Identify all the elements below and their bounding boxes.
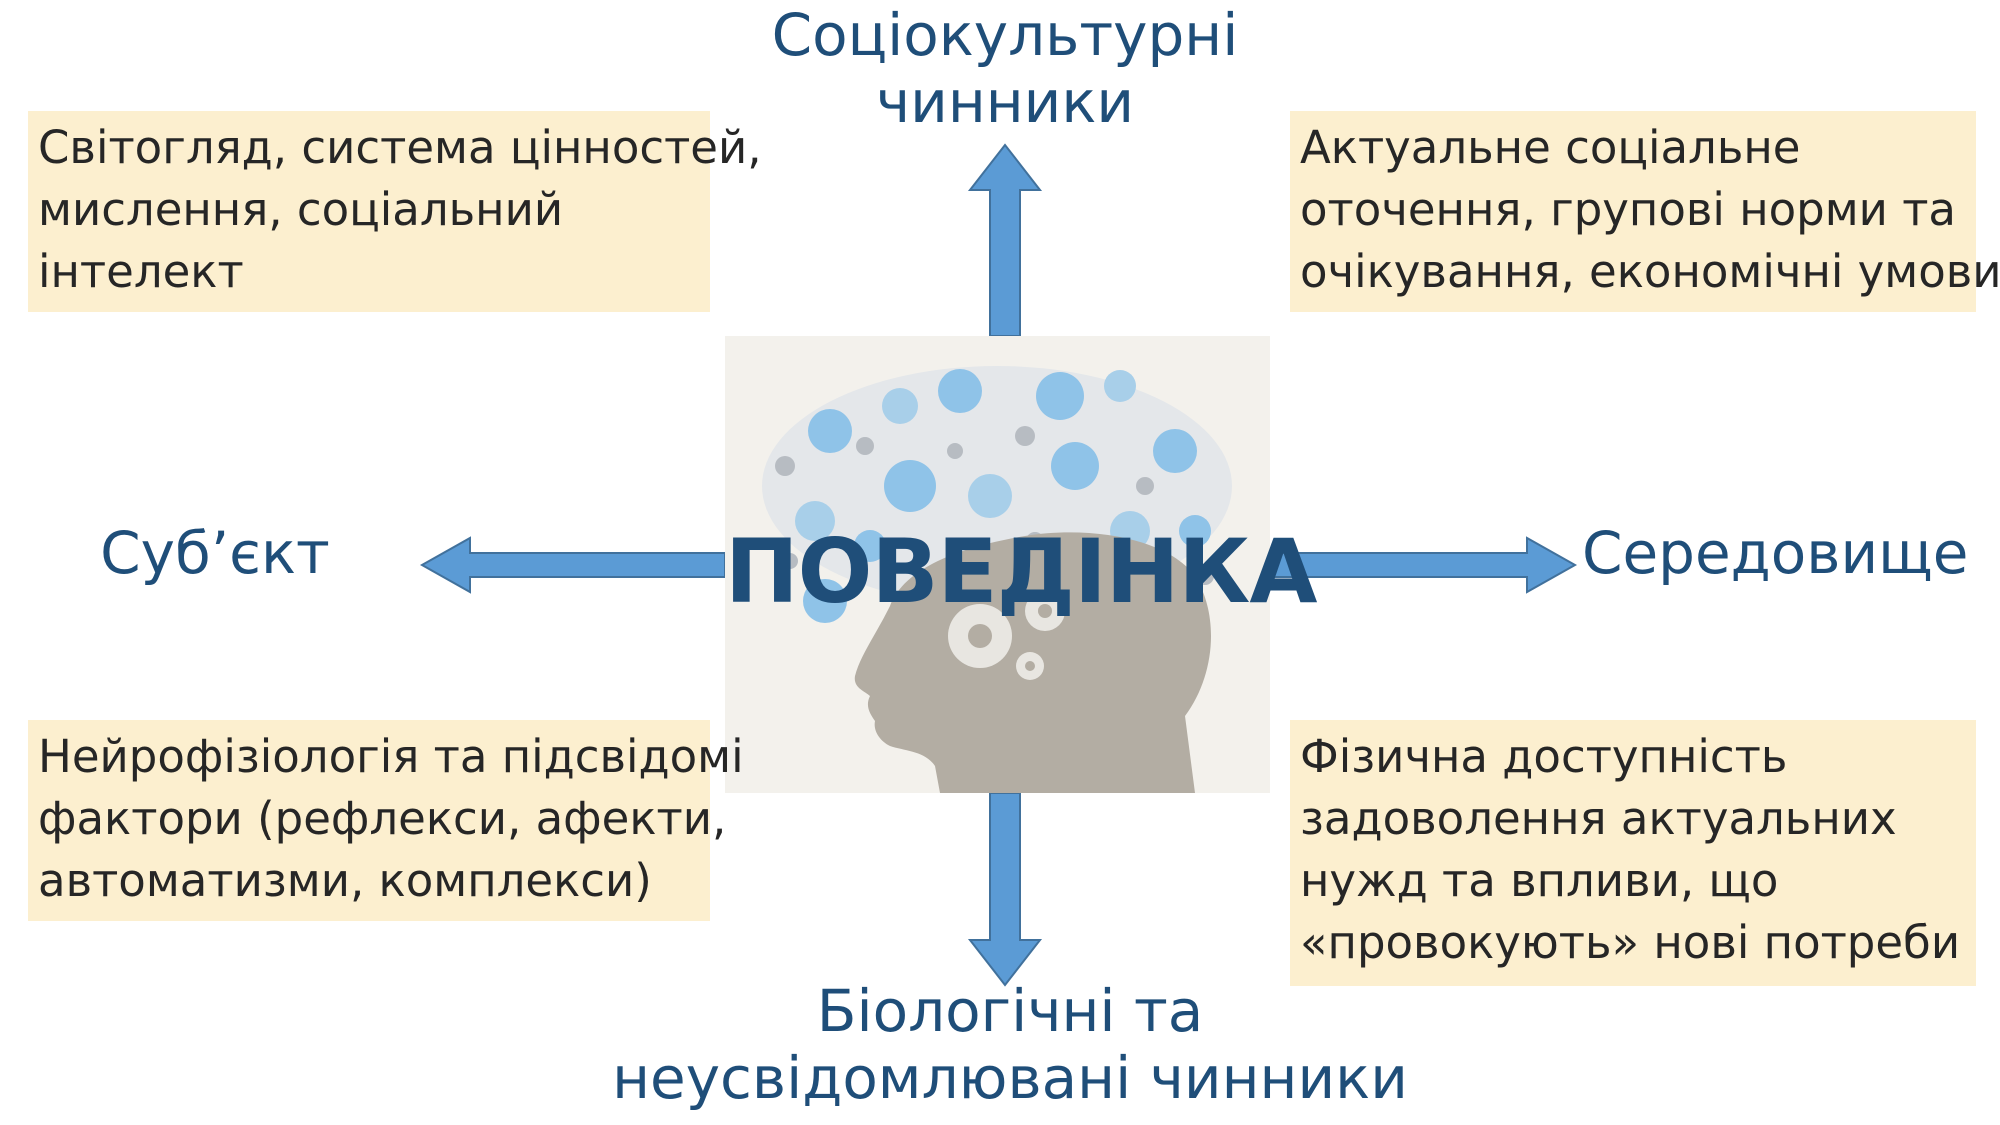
axis-label-top-line: чинники [875, 68, 1135, 137]
note-line: Нейрофізіологія та підсвідомі [38, 730, 744, 783]
note-top-right: Актуальне соціальне оточення, групові но… [1290, 111, 2000, 312]
arrow-down [967, 792, 1043, 987]
note-line: нужд та впливи, що [1300, 854, 1779, 908]
note-line: Світогляд, система цінностей, [38, 121, 762, 174]
note-line: інтелект [38, 245, 244, 299]
note-bottom-right: Фізична доступність задоволення актуальн… [1290, 720, 1976, 986]
human-head-silhouette [762, 366, 1232, 793]
axis-label-left: Суб’єкт [100, 519, 330, 587]
note-line: мислення, соціальний [38, 183, 564, 237]
axis-label-bottom-line: неусвідомлювані чинники [612, 1044, 1408, 1113]
note-line: оточення, групові норми та [1300, 183, 1956, 237]
note-line: очікування, економічні умови [1300, 245, 2000, 299]
arrow-left [419, 536, 726, 594]
axis-label-bottom: Біологічні та неусвідомлювані чинники [600, 977, 1420, 1113]
axis-label-top: Соціокультурні чинники [700, 1, 1310, 137]
axis-label-top-line: Соціокультурні [771, 1, 1239, 69]
axis-label-bottom-line: Біологічні та [816, 977, 1204, 1045]
center-title: ПОВЕДІНКА [725, 520, 1317, 623]
note-line: задоволення актуальних [1300, 792, 1897, 846]
note-line: автоматизми, комплекси) [38, 854, 652, 908]
arrow-up [967, 143, 1043, 337]
note-line: Фізична доступність [1300, 730, 1788, 783]
arrow-right [1269, 536, 1578, 594]
note-line: фактори (рефлекси, афекти, [38, 792, 727, 846]
note-bottom-left: Нейрофізіологія та підсвідомі фактори (р… [28, 720, 744, 921]
note-line: «провокують» нові потреби [1300, 916, 1961, 970]
note-top-left: Світогляд, система цінностей, мислення, … [28, 111, 762, 312]
axis-label-right: Середовище [1582, 519, 1969, 587]
brain-illustration [725, 336, 1270, 793]
note-line: Актуальне соціальне [1300, 121, 1801, 174]
gear-icon [948, 591, 1065, 680]
